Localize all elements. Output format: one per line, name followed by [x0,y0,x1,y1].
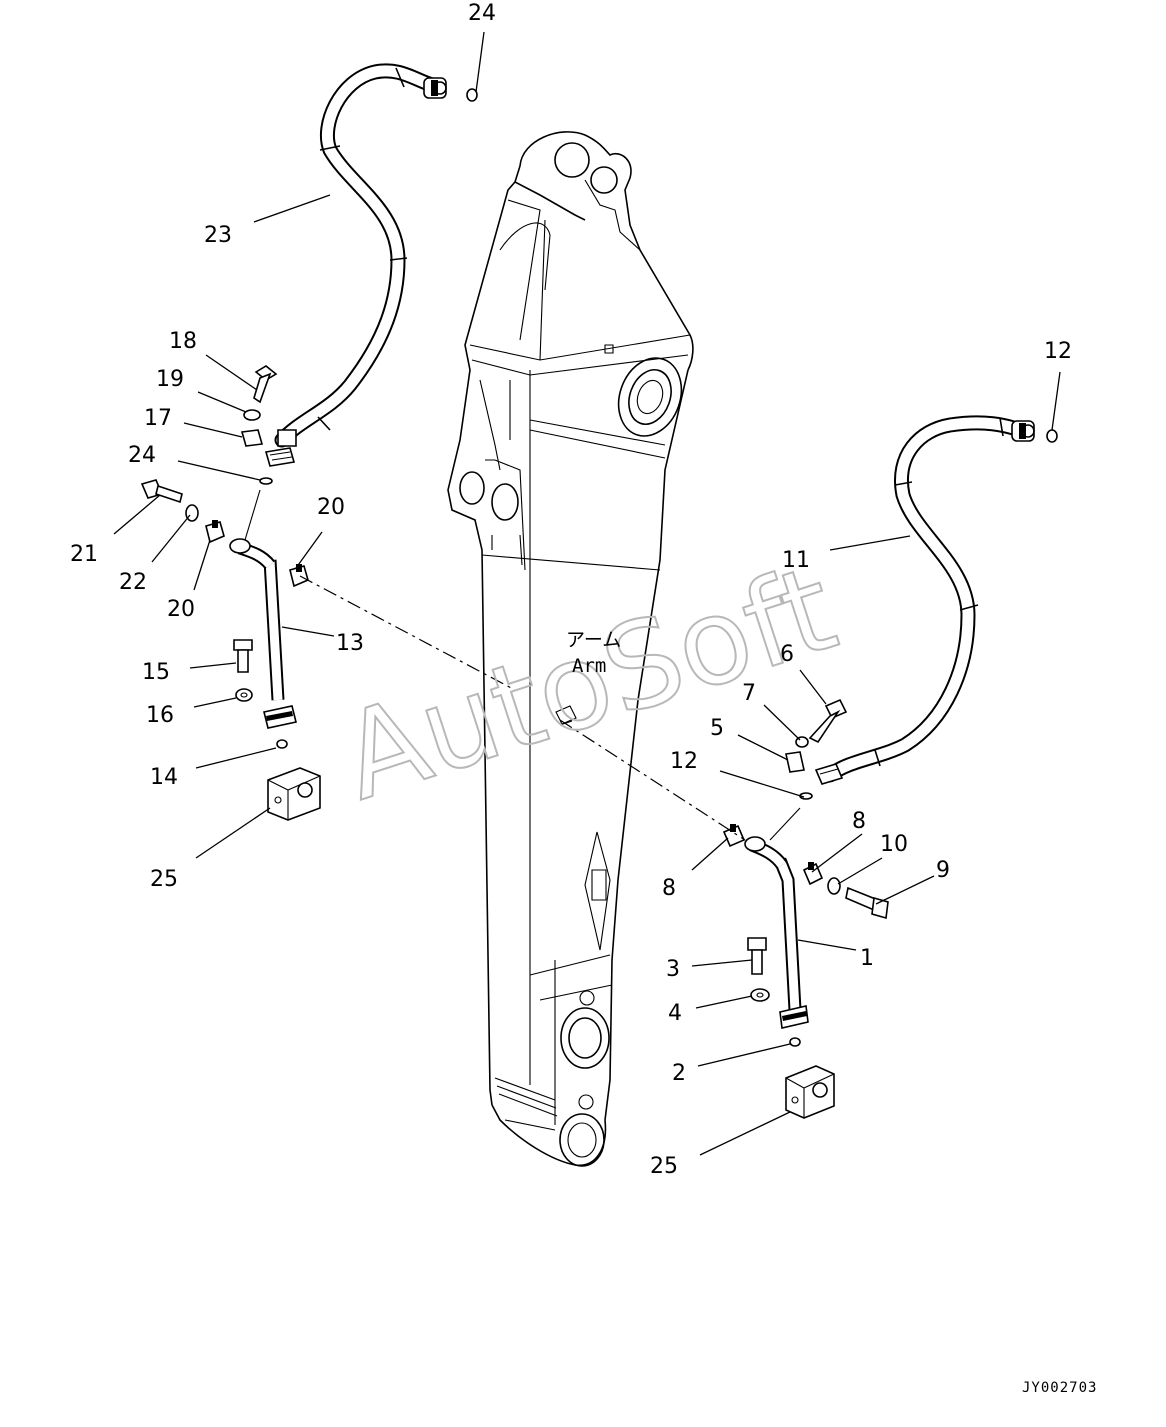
arm-label-jp: アーム [566,629,621,651]
callout-18: 18 [169,329,197,354]
callout-10: 10 [880,832,908,857]
callout-12-right: 12 [1044,339,1072,364]
callout-25-left: 25 [150,867,178,892]
callout-1: 1 [860,946,874,971]
callout-2: 2 [672,1061,686,1086]
callout-17: 17 [144,406,172,431]
callout-7: 7 [742,681,756,706]
arm-label-en: Arm [572,655,606,677]
callout-25-right: 25 [650,1154,678,1179]
callout-24-top: 24 [468,1,496,26]
hose-11 [814,415,1035,785]
small-parts [140,88,1058,1119]
assembly-lines [244,489,801,841]
watermark: AutoSoft [326,539,851,827]
callout-14: 14 [150,765,178,790]
callout-21: 21 [70,542,98,567]
callout-16: 16 [146,703,174,728]
leader-lines [113,31,1061,1156]
callout-12-mid: 12 [670,749,698,774]
callout-13: 13 [336,631,364,656]
callout-15: 15 [142,660,170,685]
callout-24-left: 24 [128,443,156,468]
callout-20-lower: 20 [167,597,195,622]
callout-20-upper: 20 [317,495,345,520]
pipe-1 [744,836,809,1029]
callout-23: 23 [204,223,232,248]
callout-11: 11 [782,548,810,573]
callout-6: 6 [780,642,794,667]
callouts: 24 23 18 19 17 24 21 22 20 20 13 15 16 1… [70,1,1072,1179]
callout-19: 19 [156,367,184,392]
callout-5: 5 [710,716,724,741]
callout-3: 3 [666,957,680,982]
drawing-id: JY002703 [1022,1380,1097,1396]
pipe-13 [229,538,297,729]
callout-9: 9 [936,858,950,883]
callout-22: 22 [119,570,147,595]
callout-8-left: 8 [662,876,676,901]
callout-8-right: 8 [852,809,866,834]
arm-body [447,131,694,1167]
hose-23 [264,63,447,467]
callout-4: 4 [668,1001,682,1026]
